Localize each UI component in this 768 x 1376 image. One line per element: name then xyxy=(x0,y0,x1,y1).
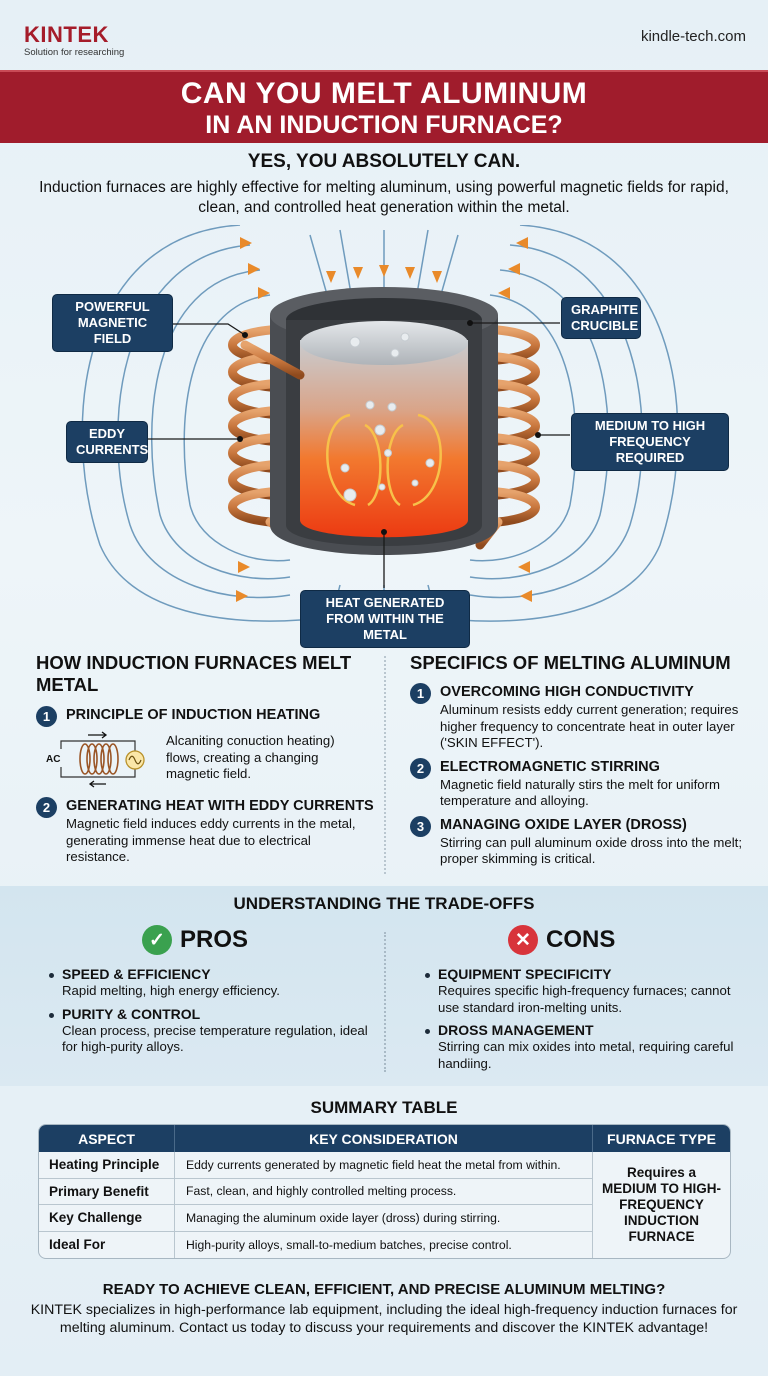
how-item-title: PRINCIPLE OF INDUCTION HEATING xyxy=(66,707,321,723)
cell-consideration: Fast, clean, and highly controlled melti… xyxy=(175,1178,593,1204)
furnace-type-line: FURNACE xyxy=(628,1229,695,1244)
specifics-item-2: 2 ELECTROMAGNETIC STIRRING Magnetic fiel… xyxy=(410,757,750,810)
call-to-action: READY TO ACHIEVE CLEAN, EFFICIENT, AND P… xyxy=(20,1280,748,1337)
callout-frequency: MEDIUM TO HIGH FREQUENCY REQUIRED xyxy=(571,413,729,471)
how-item-body: Magnetic field induces eddy currents in … xyxy=(66,816,356,864)
title-banner: CAN YOU MELT ALUMINUM IN AN INDUCTION FU… xyxy=(0,70,768,143)
table-row: Ideal For High-purity alloys, small-to-m… xyxy=(39,1231,593,1258)
column-header-furnace-type: FURNACE TYPE xyxy=(607,1130,716,1147)
cell-consideration: Eddy currents generated by magnetic fiel… xyxy=(175,1152,593,1178)
bubbles xyxy=(340,332,435,502)
header: KINTEK Solution for researching kindle-t… xyxy=(0,0,768,68)
specifics-item-body: Magnetic field naturally stirs the melt … xyxy=(440,776,720,809)
callout-eddy-currents: EDDY CURRENTS xyxy=(66,421,148,463)
specifics-section-title: SPECIFICS OF MELTING ALUMINUM xyxy=(410,652,731,673)
cta-body: KINTEK specializes in high-performance l… xyxy=(30,1302,738,1336)
cons-item: EQUIPMENT SPECIFICITY Requires specific … xyxy=(422,966,752,1016)
number-badge: 3 xyxy=(410,815,431,837)
cell-aspect: Primary Benefit xyxy=(39,1178,175,1204)
cons-item: DROSS MANAGEMENT Stirring can mix oxides… xyxy=(422,1022,752,1072)
ac-coil-circuit-icon: AC xyxy=(46,731,145,788)
cell-furnace-type: Requires a MEDIUM TO HIGH- FREQUENCY IND… xyxy=(593,1152,730,1258)
site-url-link[interactable]: kindle-tech.com xyxy=(640,28,746,45)
pros-item-title: SPEED & EFFICIENCY xyxy=(62,966,211,982)
specifics-item-1: 1 OVERCOMING HIGH CONDUCTIVITY Aluminum … xyxy=(410,683,750,752)
summary-table-header: ASPECT KEY CONSIDERATION FURNACE TYPE xyxy=(39,1125,730,1152)
stirring-arrows xyxy=(326,413,442,507)
specifics-item-title: OVERCOMING HIGH CONDUCTIVITY xyxy=(440,684,694,700)
cons-item-title: DROSS MANAGEMENT xyxy=(438,1022,594,1038)
furnace-type-prefix: Requires a xyxy=(626,1165,697,1180)
x-mark-icon: ✕ xyxy=(508,925,538,955)
specifics-item-body: Stirring can pull aluminum oxide dross i… xyxy=(440,834,742,867)
furnace-type-line: MEDIUM TO HIGH- xyxy=(602,1181,721,1196)
how-item-1: 1 PRINCIPLE OF INDUCTION HEATING AC Alca… xyxy=(36,706,376,789)
specifics-item-title: MANAGING OXIDE LAYER (DROSS) xyxy=(440,816,687,833)
cell-consideration: Managing the aluminum oxide layer (dross… xyxy=(175,1205,593,1231)
aluminum-specifics-section: SPECIFICS OF MELTING ALUMINUM 1 OVERCOMI… xyxy=(410,652,750,868)
callout-leaders xyxy=(148,322,570,588)
column-header-consideration: KEY CONSIDERATION xyxy=(175,1125,593,1152)
number-badge: 2 xyxy=(36,797,57,818)
cons-label: CONS xyxy=(546,926,616,953)
number-badge: 2 xyxy=(410,757,431,779)
cta-headline: READY TO ACHIEVE CLEAN, EFFICIENT, AND P… xyxy=(102,1281,666,1298)
column-header-aspect: ASPECT xyxy=(39,1125,175,1152)
how-item-title: GENERATING HEAT WITH EDDY CURRENTS xyxy=(66,798,374,814)
how-item-2: 2 GENERATING HEAT WITH EDDY CURRENTS Mag… xyxy=(36,797,376,866)
callout-magnetic-field: POWERFUL MAGNETIC FIELD xyxy=(52,294,173,352)
cell-aspect: Key Challenge xyxy=(39,1205,175,1231)
how-item-body: Alcaniting conuction heating) flows, cre… xyxy=(166,733,335,781)
how-induction-works-section: HOW INDUCTION FURNACES MELT METAL 1 PRIN… xyxy=(36,652,376,866)
cons-column: ✕ CONS EQUIPMENT SPECIFICITY Requires sp… xyxy=(412,924,752,1072)
tradeoffs-section: UNDERSTANDING THE TRADE-OFFS ✓ PROS SPEE… xyxy=(0,886,768,1086)
pros-label: PROS xyxy=(180,926,249,953)
tradeoffs-divider xyxy=(384,932,386,1072)
graphite-crucible xyxy=(270,287,498,555)
pros-item: PURITY & CONTROL Clean process, precise … xyxy=(46,1006,376,1056)
pros-column: ✓ PROS SPEED & EFFICIENCY Rapid melting,… xyxy=(36,924,376,1056)
specifics-item-3: 3 MANAGING OXIDE LAYER (DROSS) Stirring … xyxy=(410,815,750,868)
table-row: Heating Principle Eddy currents generate… xyxy=(39,1152,593,1179)
pros-item-title: PURITY & CONTROL xyxy=(62,1005,201,1022)
tradeoffs-title: UNDERSTANDING THE TRADE-OFFS xyxy=(233,894,535,913)
number-badge: 1 xyxy=(410,683,431,704)
pros-item-body: Rapid melting, high energy efficiency. xyxy=(62,983,280,998)
cons-item-body: Stirring can mix oxides into metal, requ… xyxy=(438,1039,734,1071)
pros-item-body: Clean process, precise temperature regul… xyxy=(62,1022,368,1055)
furnace-illustration xyxy=(81,224,679,626)
page-title-line1: CAN YOU MELT ALUMINUM xyxy=(180,77,588,110)
pros-item: SPEED & EFFICIENCY Rapid melting, high e… xyxy=(46,966,376,1000)
page-title-line2: IN AN INDUCTION FURNACE? xyxy=(205,111,563,139)
specifics-item-body: Aluminum resists eddy current generation… xyxy=(440,702,739,750)
furnace-type-line: FREQUENCY xyxy=(619,1197,704,1212)
intro-headline: YES, YOU ABSOLUTELY CAN. xyxy=(247,151,521,172)
induction-furnace-diagram: POWERFUL MAGNETIC FIELD EDDY CURRENTS GR… xyxy=(0,224,768,648)
specifics-item-title: ELECTROMAGNETIC STIRRING xyxy=(440,758,660,775)
cell-consideration: High-purity alloys, small-to-medium batc… xyxy=(175,1231,593,1258)
field-arrows xyxy=(236,237,532,602)
intro: YES, YOU ABSOLUTELY CAN. Induction furna… xyxy=(20,150,748,218)
table-row: Key Challenge Managing the aluminum oxid… xyxy=(39,1205,593,1232)
section-divider xyxy=(384,656,386,874)
how-section-title: HOW INDUCTION FURNACES MELT METAL xyxy=(36,652,352,695)
intro-body: Induction furnaces are highly effective … xyxy=(39,179,729,216)
svg-text:AC: AC xyxy=(46,754,60,765)
kintek-logo[interactable]: KINTEK Solution for researching xyxy=(24,22,125,59)
cons-item-title: EQUIPMENT SPECIFICITY xyxy=(438,966,612,982)
cell-aspect: Ideal For xyxy=(39,1231,175,1258)
furnace-type-line: INDUCTION xyxy=(624,1213,699,1228)
logo-name: KINTEK xyxy=(24,22,109,47)
cons-item-body: Requires specific high-frequency furnace… xyxy=(438,983,731,1015)
checkmark-icon: ✓ xyxy=(142,925,172,955)
summary-title: SUMMARY TABLE xyxy=(310,1098,458,1117)
number-badge: 1 xyxy=(36,706,57,727)
callout-graphite-crucible: GRAPHITE CRUCIBLE xyxy=(561,297,641,339)
logo-tagline: Solution for researching xyxy=(24,47,125,58)
cell-aspect: Heating Principle xyxy=(39,1152,175,1178)
table-row: Primary Benefit Fast, clean, and highly … xyxy=(39,1178,593,1205)
summary-table: ASPECT KEY CONSIDERATION FURNACE TYPE He… xyxy=(38,1124,731,1259)
callout-heat-generated: HEAT GENERATED FROM WITHIN THE METAL xyxy=(300,590,470,648)
